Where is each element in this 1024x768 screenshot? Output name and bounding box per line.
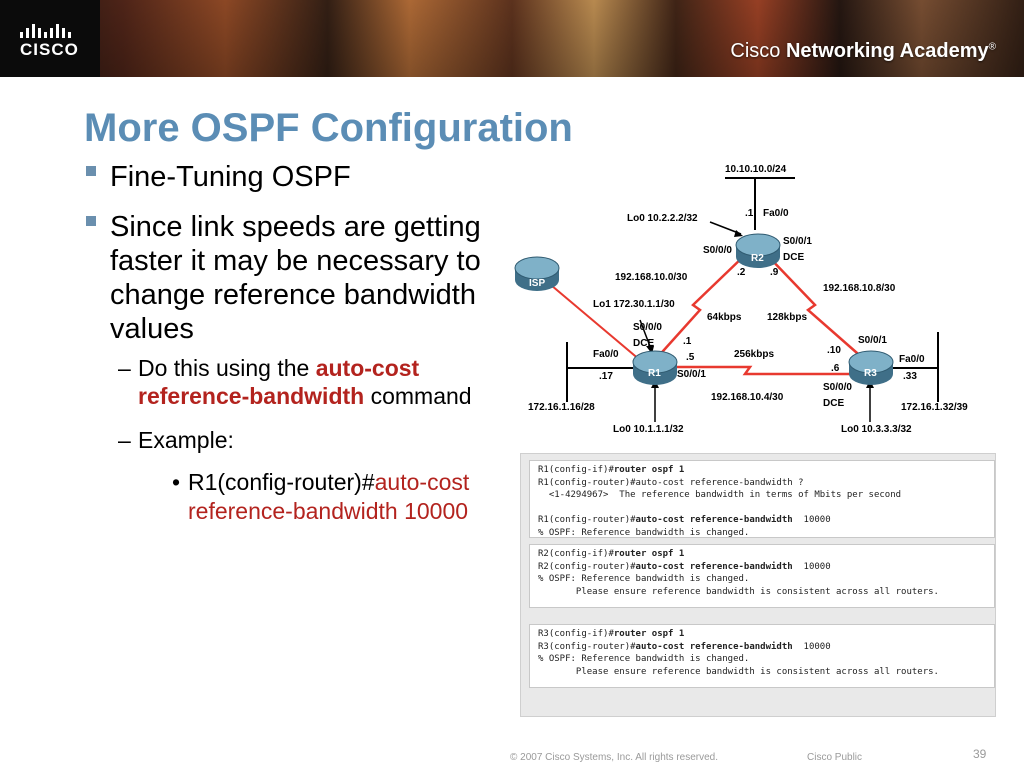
bullet-link-speeds: Since link speeds are getting faster it … bbox=[110, 211, 481, 345]
footer-classification: Cisco Public bbox=[807, 752, 863, 763]
svg-text:S0/0/0: S0/0/0 bbox=[823, 382, 852, 393]
svg-text:S0/0/1: S0/0/1 bbox=[677, 369, 706, 380]
svg-text:192.168.10.4/30: 192.168.10.4/30 bbox=[711, 392, 784, 403]
cisco-logo-text: CISCO bbox=[20, 40, 79, 59]
bullet-list: Fine-Tuning OSPF Since link speeds are g… bbox=[86, 160, 481, 526]
svg-text:.10: .10 bbox=[827, 345, 841, 356]
svg-text:Lo0 10.3.3.3/32: Lo0 10.3.3.3/32 bbox=[841, 424, 912, 435]
bullet-fine-tuning: Fine-Tuning OSPF bbox=[110, 161, 351, 193]
cli-block-r3: R3(config-if)#router ospf 1 R3(config-ro… bbox=[529, 624, 995, 688]
dot-bullet-icon: • bbox=[172, 469, 181, 495]
svg-text:.9: .9 bbox=[770, 267, 779, 278]
sub-bullet-suffix: command bbox=[364, 383, 472, 409]
sub-bullet-command: auto-cost reference-bandwidth bbox=[138, 355, 420, 409]
svg-text:.1: .1 bbox=[745, 208, 754, 219]
svg-text:ISP: ISP bbox=[529, 278, 545, 289]
cli-screenshot-panel: R1(config-if)#router ospf 1 R1(config-ro… bbox=[520, 453, 996, 717]
router-r2-icon: R2 bbox=[735, 233, 781, 268]
ospf-topology-diagram: R2 R1 R3 ISP 10.10.10.0/24 .1 Fa0/0 Lo0 … bbox=[514, 164, 968, 435]
router-r1-icon: R1 bbox=[632, 350, 678, 385]
square-bullet-icon bbox=[86, 166, 96, 176]
square-bullet-icon bbox=[86, 216, 96, 226]
svg-text:Fa0/0: Fa0/0 bbox=[763, 208, 789, 219]
svg-text:256kbps: 256kbps bbox=[734, 349, 774, 360]
svg-text:S0/0/0: S0/0/0 bbox=[703, 245, 732, 256]
cli-block-r2: R2(config-if)#router ospf 1 R2(config-ro… bbox=[529, 544, 995, 608]
svg-text:64kbps: 64kbps bbox=[707, 312, 742, 323]
bullet-item: Since link speeds are getting faster it … bbox=[86, 210, 481, 346]
academy-prefix: Cisco bbox=[730, 40, 786, 62]
svg-text:DCE: DCE bbox=[783, 252, 804, 263]
svg-text:.5: .5 bbox=[686, 352, 695, 363]
svg-text:DCE: DCE bbox=[823, 398, 844, 409]
sub-bullet-example: Example: bbox=[138, 427, 234, 453]
example-prompt: R1(config-router)# bbox=[188, 469, 375, 495]
dash-bullet-icon: – bbox=[118, 355, 131, 381]
footer-copyright: © 2007 Cisco Systems, Inc. All rights re… bbox=[510, 752, 719, 763]
sub-bullet-prefix: Do this using the bbox=[138, 355, 316, 381]
header-banner bbox=[0, 0, 1024, 77]
academy-bold: Networking Academy bbox=[785, 40, 989, 62]
svg-text:R1: R1 bbox=[648, 368, 661, 379]
svg-text:Lo1 172.30.1.1/30: Lo1 172.30.1.1/30 bbox=[593, 299, 675, 310]
dash-bullet-icon: – bbox=[118, 427, 131, 453]
svg-text:Fa0/0: Fa0/0 bbox=[899, 354, 925, 365]
serial-link-r2-r3 bbox=[766, 254, 866, 361]
svg-text:S0/0/0: S0/0/0 bbox=[633, 322, 662, 333]
cisco-logo: CISCO bbox=[0, 0, 100, 77]
svg-text:172.16.1.32/39: 172.16.1.32/39 bbox=[901, 402, 968, 413]
slide-title: More OSPF Configuration bbox=[84, 106, 573, 150]
cisco-bars-icon bbox=[20, 20, 74, 38]
svg-text:R3: R3 bbox=[864, 368, 877, 379]
sub-bullet-item: – Do this using the auto-cost reference-… bbox=[86, 354, 481, 410]
isp-link bbox=[544, 279, 641, 361]
bullet-item: Fine-Tuning OSPF bbox=[86, 160, 481, 194]
router-isp-icon: ISP bbox=[514, 256, 560, 291]
svg-text:S0/0/1: S0/0/1 bbox=[783, 236, 812, 247]
example-command: auto-cost reference-bandwidth 10000 bbox=[188, 469, 470, 524]
serial-link-r1-r3 bbox=[670, 365, 865, 376]
svg-text:DCE: DCE bbox=[633, 338, 654, 349]
svg-text:Fa0/0: Fa0/0 bbox=[593, 349, 619, 360]
router-r3-icon: R3 bbox=[848, 350, 894, 385]
sub-sub-bullet-item: • R1(config-router)#auto-cost reference-… bbox=[86, 468, 481, 526]
banner-photo-strip bbox=[0, 0, 1024, 77]
serial-link-r1-r2 bbox=[654, 254, 746, 361]
svg-text:Lo0 10.1.1.1/32: Lo0 10.1.1.1/32 bbox=[613, 424, 684, 435]
svg-text:.17: .17 bbox=[599, 371, 613, 382]
svg-text:192.168.10.0/30: 192.168.10.0/30 bbox=[615, 272, 688, 283]
svg-text:172.16.1.16/28: 172.16.1.16/28 bbox=[528, 402, 595, 413]
svg-text:192.168.10.8/30: 192.168.10.8/30 bbox=[823, 283, 896, 294]
svg-text:.1: .1 bbox=[683, 336, 692, 347]
svg-text:.33: .33 bbox=[903, 371, 917, 382]
svg-text:Lo0 10.2.2.2/32: Lo0 10.2.2.2/32 bbox=[627, 213, 698, 224]
svg-text:S0/0/1: S0/0/1 bbox=[858, 335, 887, 346]
svg-text:.6: .6 bbox=[831, 363, 840, 374]
academy-mark: ® bbox=[988, 41, 996, 53]
academy-title: Cisco Networking Academy® bbox=[730, 40, 996, 63]
label-net-top: 10.10.10.0/24 bbox=[725, 164, 787, 175]
svg-text:.2: .2 bbox=[737, 267, 746, 278]
svg-text:R2: R2 bbox=[751, 253, 764, 264]
sub-bullet-item: – Example: bbox=[86, 426, 481, 454]
svg-text:128kbps: 128kbps bbox=[767, 312, 807, 323]
cli-block-r1: R1(config-if)#router ospf 1 R1(config-ro… bbox=[529, 460, 995, 538]
page-number: 39 bbox=[973, 747, 987, 761]
